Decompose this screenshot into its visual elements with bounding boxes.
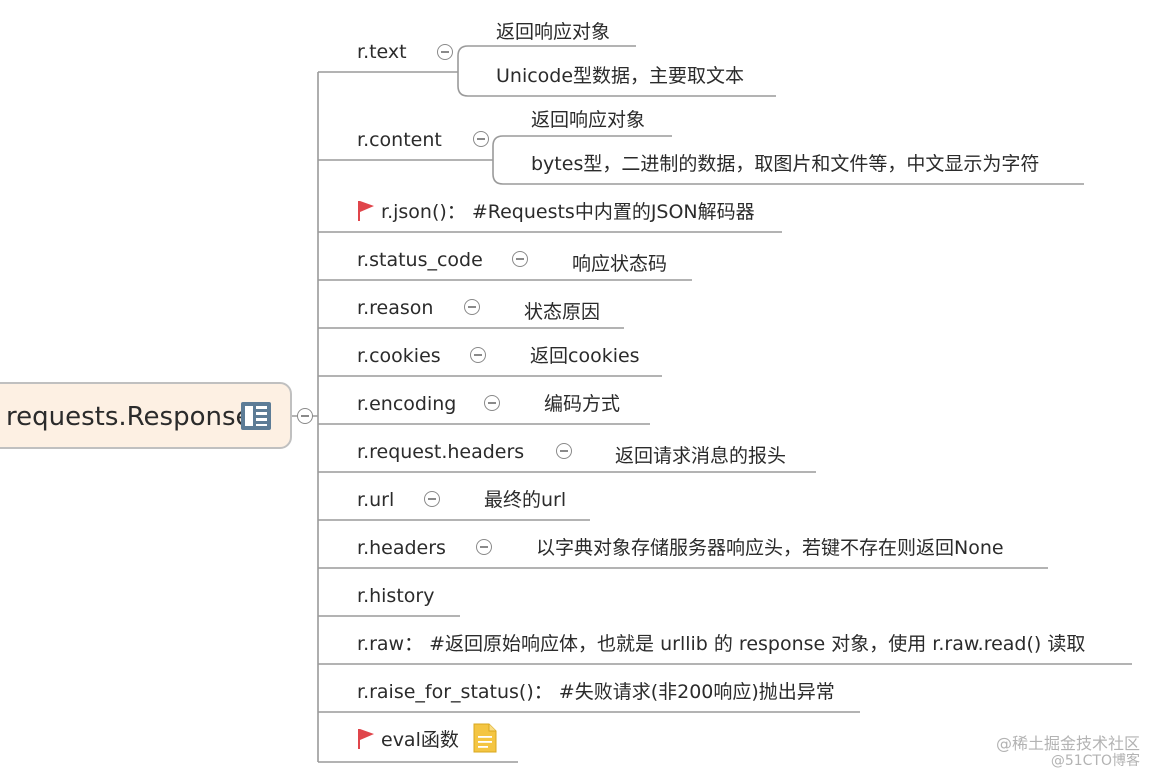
note-icon[interactable] [472, 722, 498, 754]
watermark-juejin: @稀土掘金技术社区 [995, 734, 1140, 753]
branch-label-url[interactable]: r.url [357, 489, 395, 511]
child-label[interactable]: Unicode型数据，主要取文本 [496, 65, 745, 87]
branch-label-raise-for-status[interactable]: r.raise_for_status()： #失败请求(非200响应)抛出异常 [357, 681, 835, 703]
collapse-icon[interactable] [556, 443, 572, 459]
branch-label-status-code[interactable]: r.status_code [357, 249, 483, 271]
branch-label-history[interactable]: r.history [357, 585, 435, 607]
collapse-icon[interactable] [473, 131, 489, 147]
branch-label-reason[interactable]: r.reason [357, 297, 434, 319]
branch-label-headers[interactable]: r.headers [357, 537, 446, 559]
child-label[interactable]: 返回请求消息的报头 [615, 445, 787, 467]
child-label[interactable]: 以字典对象存储服务器响应头，若键不存在则返回None [536, 537, 1004, 559]
child-label[interactable]: 响应状态码 [572, 253, 668, 275]
collapse-icon[interactable] [437, 44, 453, 60]
flag-icon [358, 729, 374, 749]
collapse-icon[interactable] [512, 251, 528, 267]
branch-label-text[interactable]: r.text [357, 41, 407, 63]
child-label[interactable]: 状态原因 [524, 301, 601, 323]
branch-label-eval[interactable]: eval函数 [381, 729, 459, 751]
child-label[interactable]: 返回响应对象 [496, 21, 611, 43]
flag-icon [358, 201, 374, 221]
branch-label-request-headers[interactable]: r.request.headers [357, 441, 525, 463]
notes-panel-icon[interactable] [240, 401, 272, 431]
watermark-51cto: @51CTO博客 [1050, 753, 1140, 769]
root-label: requests.Response [6, 402, 252, 432]
collapse-icon[interactable] [484, 395, 500, 411]
root-collapse-icon[interactable] [297, 408, 313, 424]
collapse-icon[interactable] [464, 299, 480, 315]
child-label[interactable]: 返回响应对象 [531, 109, 646, 131]
collapse-icon[interactable] [424, 491, 440, 507]
child-label[interactable]: 返回cookies [530, 345, 640, 367]
child-label[interactable]: bytes型，二进制的数据，取图片和文件等，中文显示为字符 [531, 153, 1040, 175]
root-node[interactable]: requests.Response [0, 382, 292, 449]
branch-label-cookies[interactable]: r.cookies [357, 345, 441, 367]
collapse-icon[interactable] [476, 539, 492, 555]
branch-label-content[interactable]: r.content [357, 129, 442, 151]
child-label[interactable]: 编码方式 [544, 393, 621, 415]
branch-label-json[interactable]: r.json()： #Requests中内置的JSON解码器 [381, 201, 755, 223]
branch-label-raw[interactable]: r.raw： #返回原始响应体，也就是 urllib 的 response 对象… [357, 633, 1086, 655]
collapse-icon[interactable] [470, 347, 486, 363]
branch-label-encoding[interactable]: r.encoding [357, 393, 457, 415]
child-label[interactable]: 最终的url [484, 489, 567, 511]
